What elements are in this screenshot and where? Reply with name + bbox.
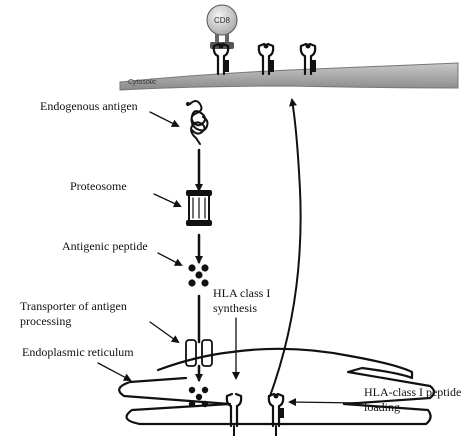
label-transporter-line1: Transporter of antigen	[20, 299, 127, 313]
label-hla-synthesis-line1: HLA class I	[213, 286, 270, 300]
er-hla-molecule	[225, 392, 243, 428]
proteosome-barrel	[186, 190, 212, 226]
label-endoplasmic-reticulum: Endoplasmic reticulum	[22, 345, 134, 359]
diagram-labels: Endogenous antigen Proteosome Antigenic …	[20, 99, 461, 414]
cytosol-label: Cytosolic	[128, 79, 157, 86]
label-proteosome: Proteosome	[70, 179, 127, 193]
er-hla-molecule-loaded	[267, 392, 285, 428]
cd8-molecule: CD8	[206, 4, 238, 49]
label-pointers	[97, 111, 361, 407]
surface-hla-molecule	[257, 42, 275, 76]
er-hla-molecules	[225, 392, 285, 436]
label-hla-loading-line2: loading	[364, 400, 400, 414]
label-hla-loading-line1: HLA-class I peptide	[364, 385, 461, 399]
label-endogenous-antigen: Endogenous antigen	[40, 99, 138, 113]
cd8-label: CD8	[214, 16, 231, 25]
surface-hla-molecule	[299, 42, 317, 76]
er-peptides	[188, 386, 209, 408]
surface-hla-molecules	[212, 42, 317, 76]
label-antigenic-peptide: Antigenic peptide	[62, 239, 148, 253]
surface-hla-molecule	[212, 42, 230, 76]
label-hla-synthesis-line2: synthesis	[213, 301, 257, 315]
cell-membrane: Cytosolic	[119, 62, 459, 91]
endoplasmic-reticulum	[118, 347, 436, 426]
tap-transporter	[185, 339, 213, 367]
label-transporter-line2: processing	[20, 314, 71, 328]
endogenous-antigen-protein	[186, 100, 209, 145]
antigenic-peptides	[188, 264, 209, 287]
transport-to-surface-arrow	[269, 98, 302, 397]
